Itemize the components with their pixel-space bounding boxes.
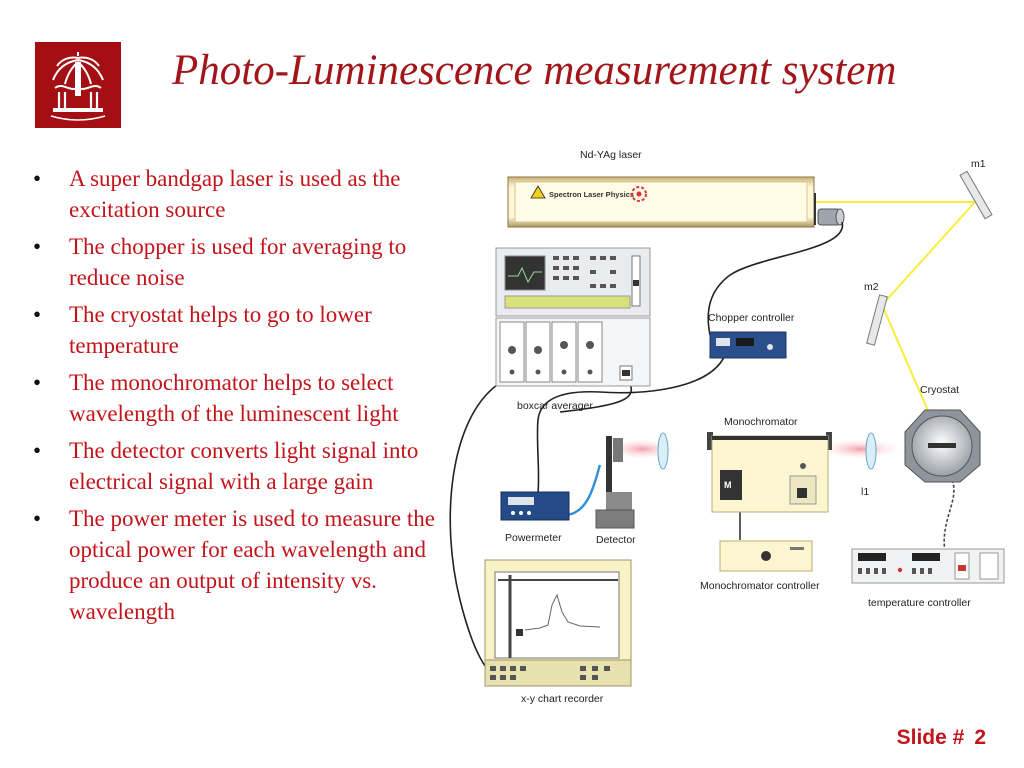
xy-chart-recorder [484, 559, 632, 687]
bullet-item: •The chopper is used for averaging to re… [33, 234, 407, 290]
chopper-controller [709, 331, 787, 359]
chopper-controller-label: Chopper controller [708, 312, 795, 324]
palmetto-seal-icon [50, 52, 106, 121]
mirror-m1 [959, 170, 993, 220]
slide-number-value: 2 [974, 726, 986, 749]
detector-label: Detector [596, 534, 636, 546]
cryostat [904, 409, 981, 483]
slide-label: Slide # [896, 726, 965, 749]
monochromator-label: Monochromator [724, 416, 798, 428]
cryostat-label: Cryostat [920, 384, 959, 396]
nd-yag-laser: Spectron Laser Physics [507, 176, 815, 228]
lens-left [657, 432, 669, 470]
bullet-item: •The detector converts light signal into… [33, 438, 419, 494]
temp-controller-label: temperature controller [868, 597, 971, 609]
boxcar-label: boxcar averager [517, 400, 593, 412]
mono-controller-label: Monochromator controller [700, 580, 820, 592]
powermeter-label: Powermeter [505, 532, 562, 544]
pl-setup-diagram: Nd-YAg laser Spectron Laser Physics m1 m… [449, 149, 1005, 705]
slide-number: Slide # 2 [897, 726, 986, 750]
m2-label: m2 [864, 281, 879, 293]
laser-brand: Spectron Laser Physics [549, 190, 634, 199]
boxcar-averager [495, 247, 651, 387]
monochromator: M [707, 432, 832, 513]
bullet-item: •A super bandgap laser is used as the ex… [33, 166, 401, 222]
laser-label: Nd-YAg laser [580, 149, 642, 161]
bullet-item: •The cryostat helps to go to lower tempe… [33, 302, 372, 358]
detector [595, 436, 635, 529]
m1-label: m1 [971, 158, 986, 170]
chopper [814, 193, 845, 226]
bullet-list: •A super bandgap laser is used as the ex… [30, 163, 440, 633]
bullet-item: •The monochromator helps to select wavel… [33, 370, 399, 426]
svg-text:M: M [724, 480, 732, 490]
laser-warning-icon [530, 185, 546, 199]
monochromator-controller [719, 540, 813, 572]
powermeter [500, 491, 570, 521]
bullet-item: •The power meter is used to measure the … [33, 506, 435, 624]
temperature-controller [851, 548, 1005, 584]
mirror-m2 [866, 294, 888, 346]
laser-aperture-icon [631, 186, 647, 202]
detector-cable [566, 464, 602, 517]
l1-label: l1 [861, 486, 869, 498]
university-logo [35, 42, 121, 128]
slide-title: Photo-Luminescence measurement system [172, 47, 897, 94]
xy-recorder-label: x-y chart recorder [521, 693, 604, 705]
laser-beam [815, 201, 976, 439]
lens-l1 [865, 432, 877, 470]
